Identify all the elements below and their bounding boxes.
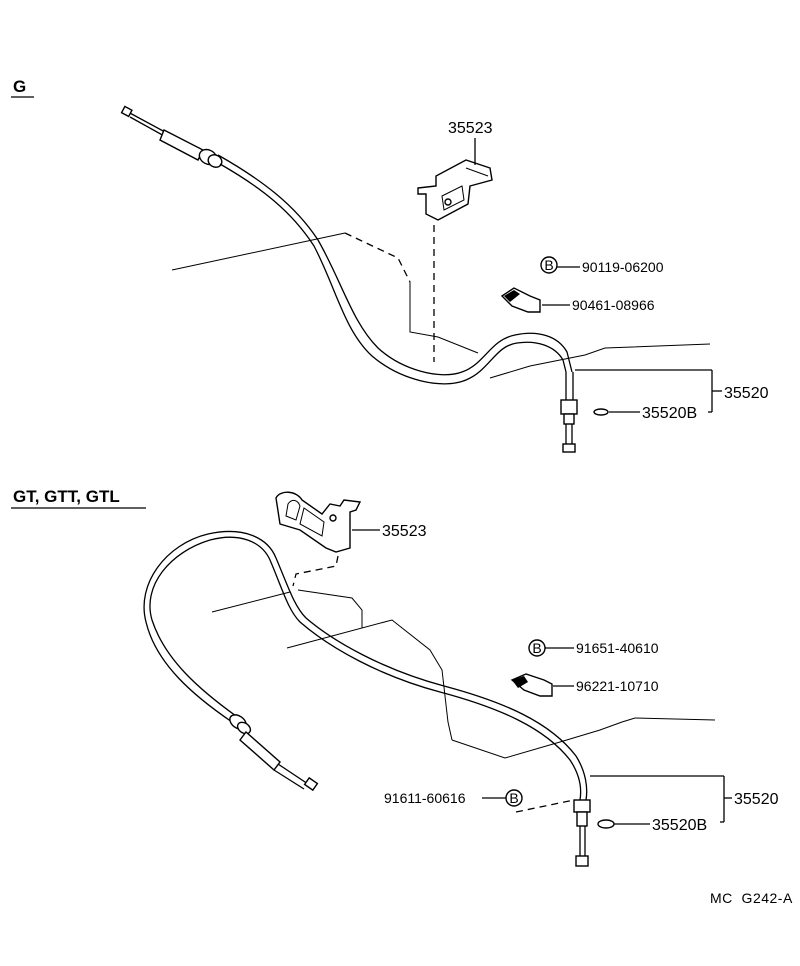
clip-part-number: 90461-08966 <box>572 297 655 313</box>
bolt-marker-b: B <box>540 256 558 274</box>
screw-marker-letter: B <box>509 790 518 806</box>
body-panel-outline-lower <box>211 589 716 759</box>
grommet-part-number-lower: 35520B <box>652 817 707 834</box>
screw-mount-line <box>515 799 575 813</box>
section-g: G <box>11 77 769 453</box>
clip-part-number-lower: 96221-10710 <box>576 678 659 694</box>
bolt-marker-b-lower: B <box>528 639 546 657</box>
cable-assembly-callout <box>575 369 722 412</box>
grommet-lower <box>597 819 615 829</box>
cable-assembly-callout-lower <box>590 775 732 823</box>
bracket-label-lower: 35523 <box>382 523 427 540</box>
diagram-reference: MC G242-A <box>710 890 793 906</box>
cable-clip-lower <box>510 673 553 697</box>
bolt-part-number: 90119-06200 <box>582 259 664 275</box>
cable-bracket-lower <box>275 491 362 553</box>
screw-part-number: 91611-60616 <box>384 790 466 806</box>
screw-marker-b: B <box>505 789 523 807</box>
section-g-header: G <box>13 77 26 96</box>
body-panel-outline <box>171 232 711 379</box>
cable-part-number-lower: 35520 <box>734 791 779 808</box>
section-gt-header: GT, GTT, GTL <box>13 487 120 506</box>
bolt-part-number-lower: 91651-40610 <box>576 640 659 656</box>
control-cable <box>120 105 578 453</box>
bolt-marker-letter-lower: B <box>532 640 541 656</box>
cable-part-number: 35520 <box>724 385 769 402</box>
cable-clip <box>500 287 541 313</box>
bracket-label: 35523 <box>448 120 493 137</box>
cable-bracket <box>417 159 493 221</box>
bolt-marker-letter: B <box>544 257 553 273</box>
bracket-mount-line-lower <box>292 555 339 587</box>
grommet <box>593 408 609 416</box>
grommet-part-number: 35520B <box>642 405 697 422</box>
control-cable-lower <box>143 530 591 867</box>
section-gt: GT, GTT, GTL <box>11 487 779 867</box>
